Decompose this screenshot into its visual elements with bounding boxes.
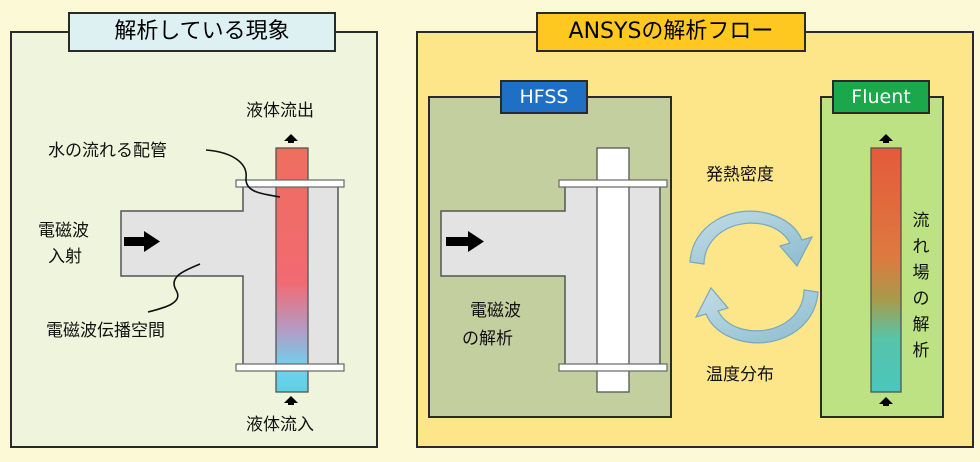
cycle-arrows-icon [689,210,819,344]
space-leader-line [147,263,201,313]
hfss-pipe [596,147,630,393]
ansys-flow-title: ANSYSの解析フロー [536,12,806,52]
hfss-label-line2: の解析 [462,329,513,349]
vertical-char: の [912,289,930,309]
fluent-outflow-arrow-stem [883,140,889,143]
hfss-label-line1: 電磁波 [470,301,521,321]
inflow-arrow-icon [284,396,298,403]
inflow-arrow-stem [288,402,294,405]
hfss-top-flange [558,179,668,188]
water-pipe [275,147,309,393]
hfss-incident-arrow-icon [446,231,484,252]
outflow-label: 液体流出 [246,101,314,121]
fluent-outflow-arrow-icon [879,134,893,141]
fluent-inflow-arrow-stem [883,403,889,406]
vertical-char: 解 [912,315,930,335]
heat-density-label: 発熱密度 [706,165,774,185]
wave-label-line2: 入射 [48,247,82,267]
phenomenon-title: 解析している現象 [68,12,336,52]
hfss-bottom-flange [558,363,668,372]
flow-analysis-vertical-label: 流 れ 場 の 解 析 [910,208,932,364]
inflow-label: 液体流入 [246,415,314,435]
vertical-char: 析 [912,341,930,361]
top-flange [235,179,345,188]
pipe-label: 水の流れる配管 [48,141,167,161]
fluent-flow-bar [870,147,902,393]
bottom-flange [235,363,345,372]
outflow-arrow-stem [288,140,294,143]
wave-label-line1: 電磁波 [38,221,89,241]
incident-arrow-icon [124,231,160,252]
hfss-tag: HFSS [500,80,588,114]
temperature-distribution-label: 温度分布 [706,365,774,385]
fluent-tag: Fluent [832,80,930,114]
vertical-char: れ [912,237,930,257]
outflow-arrow-icon [284,134,298,141]
vertical-char: 流 [912,211,930,231]
vertical-char: 場 [912,263,930,283]
pipe-leader-line [205,149,281,198]
fluent-inflow-arrow-icon [879,397,893,404]
space-label: 電磁波伝播空間 [46,321,165,341]
